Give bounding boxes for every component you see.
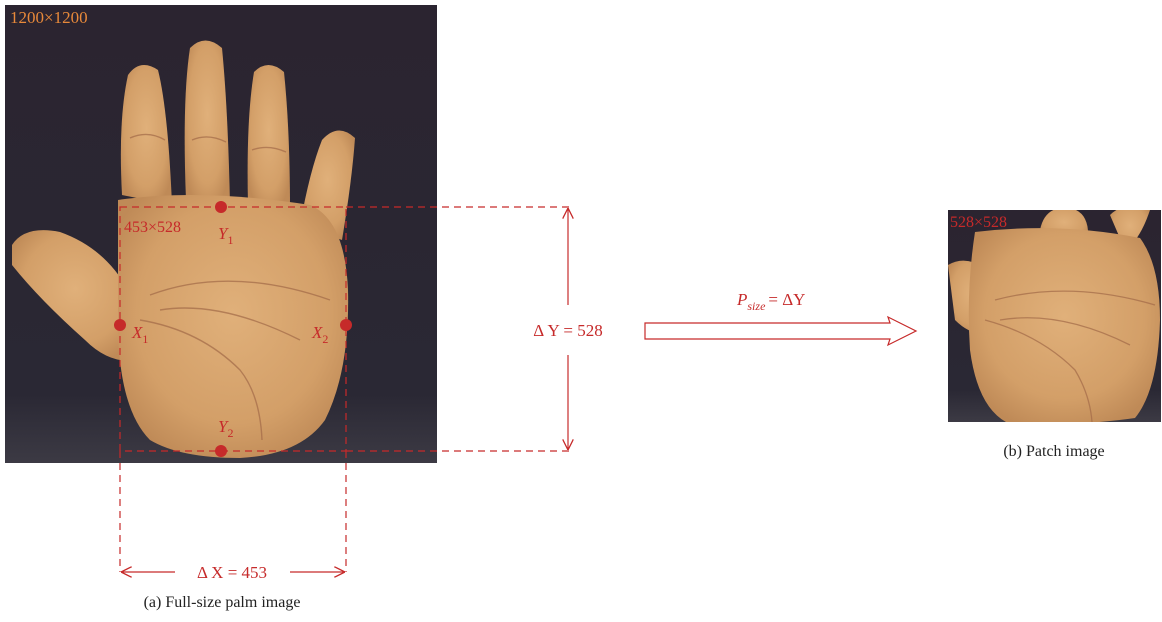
psize-formula: Psize= ΔY — [736, 290, 805, 313]
patch-image-caption: (b) Patch image — [1003, 443, 1104, 460]
keypoint-x1-dot — [114, 319, 126, 331]
full-image-caption: (a) Full-size palm image — [144, 594, 301, 611]
patch-image: 528×528 — [948, 206, 1161, 424]
hollow-arrow-icon — [645, 317, 916, 345]
full-image-size-label: 1200×1200 — [10, 8, 88, 27]
transform-arrow: Psize= ΔY — [645, 290, 916, 345]
keypoint-x2-dot — [340, 319, 352, 331]
keypoint-y1-dot — [215, 201, 227, 213]
delta-y-label: Δ Y = 528 — [533, 321, 602, 340]
delta-x-dimension: Δ X = 453 — [121, 563, 345, 582]
delta-y-dimension: Δ Y = 528 — [533, 208, 602, 450]
delta-x-label: Δ X = 453 — [197, 563, 267, 582]
keypoint-y2-dot — [215, 445, 227, 457]
patch-size-label: 528×528 — [950, 214, 1007, 231]
roi-size-label: 453×528 — [124, 219, 181, 236]
